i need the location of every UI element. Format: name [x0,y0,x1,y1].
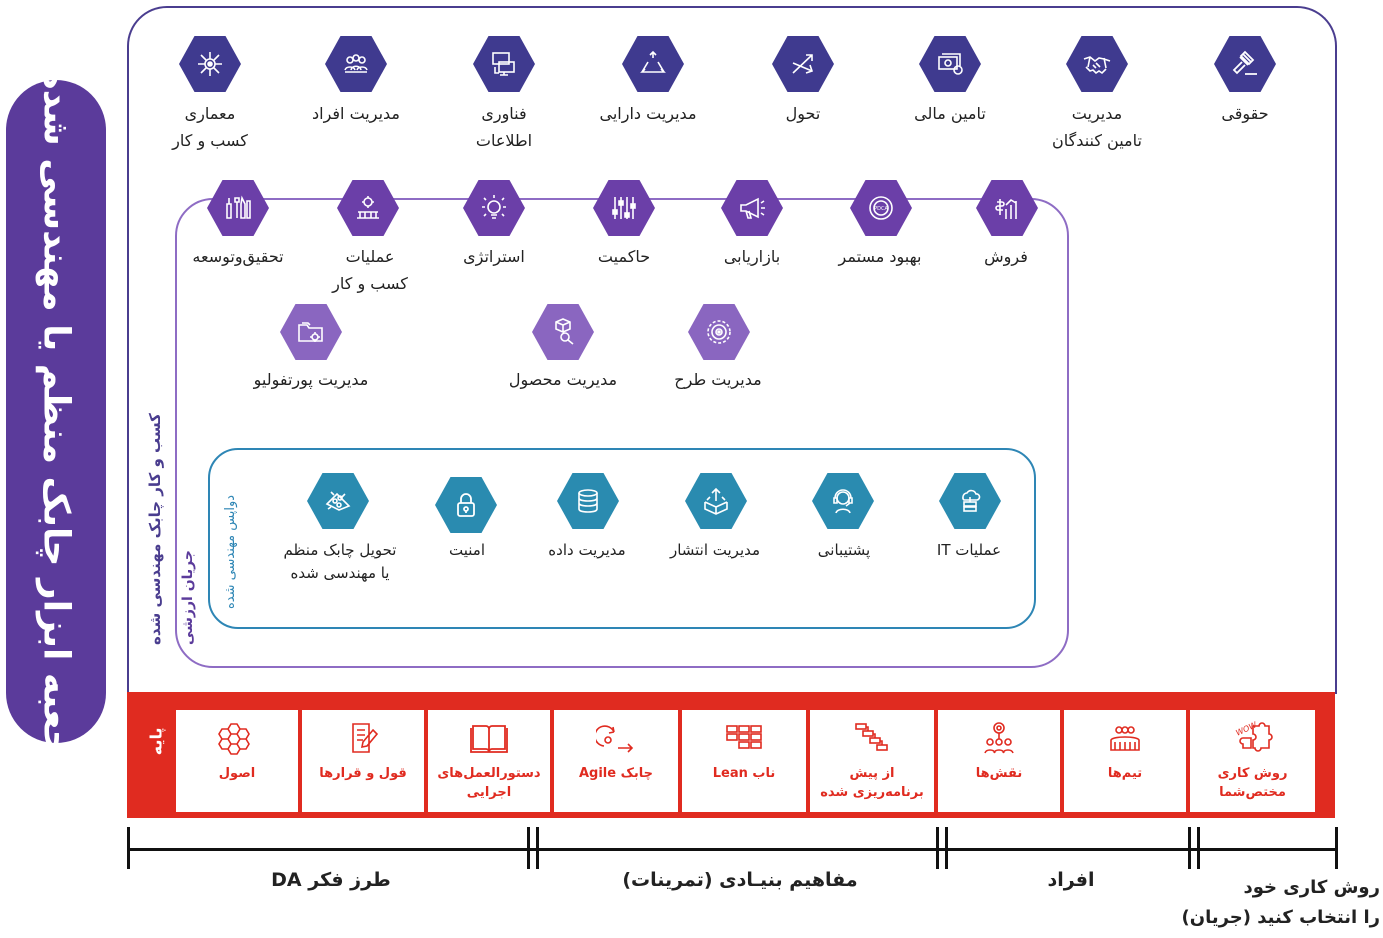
devops-frame-label: دواپس مهندسی شده [223,494,238,609]
third-label-product: مدیریت محصول [508,370,618,389]
devops-label-data: مدیریت داده [548,541,626,559]
devops-label-release: مدیریت انتشار [669,541,761,559]
card-principles[interactable]: اصول [176,710,298,812]
devops-label-it-ops: عملیات IT [936,541,1002,559]
side-title-banner: جعبه ابزار چابک منظم یا مهندسی شده [6,68,106,755]
open-book-icon [470,725,508,753]
top-label-transformation: تحول [785,104,821,123]
operations-icon[interactable] [337,180,399,236]
devops-label-support: پشتیبانی [817,541,871,559]
bottom-label-foundational: مفاهیم بنیـادی (تمرینات) [622,869,858,891]
side-title-text: جعبه ابزار چابک منظم یا مهندسی شده [35,67,77,756]
third-label-portfolio: مدیریت پورتفولیو [253,370,369,389]
card-lean[interactable]: ناب Lean [682,710,806,812]
ruler-tick-8 [1335,827,1338,869]
roles-icon [984,722,1014,754]
document-pen-icon [352,723,379,753]
top-label-legal: حقوقی [1221,104,1269,123]
card-label-roles: نقش‌ها [975,766,1023,781]
ruler-tick-6 [1188,827,1191,869]
card-roles[interactable]: نقش‌ها [938,710,1060,812]
devops-label-security: امنیت [449,541,485,559]
mid-label-strategy: استراتژی [463,247,525,266]
top-label-people-mgmt: مدیریت افراد [312,104,400,123]
card-label-lean: ناب Lean [712,766,776,781]
kanban-icon [726,725,762,749]
mid-label-sales: فروش [984,247,1028,266]
foundation-label: پایه [146,727,166,756]
card-teams[interactable]: تیم‌ها [1064,710,1186,812]
pdca-text: PDCA [874,206,888,212]
handshake-icon[interactable] [1066,36,1128,92]
value-stream-frame-label: جریان ارزشی [180,550,196,645]
card-label-promises: قول و قرارها [319,766,407,781]
bottom-label-people: افراد [1047,869,1095,891]
ruler-tick-3 [536,827,539,869]
card-agile[interactable]: چابک Agile [554,710,678,812]
card-label-teams: تیم‌ها [1107,766,1143,781]
hexagons-icon [218,723,250,755]
card-label-agile: چابک Agile [578,766,654,781]
agile-cycle-icon [596,725,634,753]
ruler-tick-7 [1197,827,1200,869]
card-promises[interactable]: قول و قرارها [302,710,424,812]
puzzle-icon: WOW [1234,720,1273,752]
ruler-tick-1 [127,827,130,869]
card-label-principles: اصول [218,766,256,781]
top-label-asset-mgmt: مدیریت دارایی [599,104,697,123]
mid-label-marketing: بازاریابی [723,247,781,266]
mid-label-continuous-improvement: بهبود مستمر [838,247,922,266]
third-label-program: مدیریت طرح [674,370,762,389]
waterfall-icon [855,723,888,751]
team-icon [1110,726,1140,751]
ruler-tick-2 [527,827,530,869]
gavel-icon[interactable] [1214,36,1276,92]
ruler-tick-4 [936,827,939,869]
mid-label-governance: حاکمیت [597,247,651,266]
portfolio-folder-icon[interactable] [280,304,342,360]
people-icon[interactable] [325,36,387,92]
devops-frame [208,448,1036,629]
top-label-finance: تامین مالی [914,104,986,123]
bottom-ruler [129,848,1337,851]
business-frame-label: کسب و کار چابک مهندسی شده [146,413,164,645]
outer-frame [127,6,1337,694]
ruler-tick-5 [945,827,948,869]
mid-label-rnd: تحقیق‌وتوسعه [192,247,284,266]
bottom-label-mindset: طرز فکر DA [271,869,391,891]
